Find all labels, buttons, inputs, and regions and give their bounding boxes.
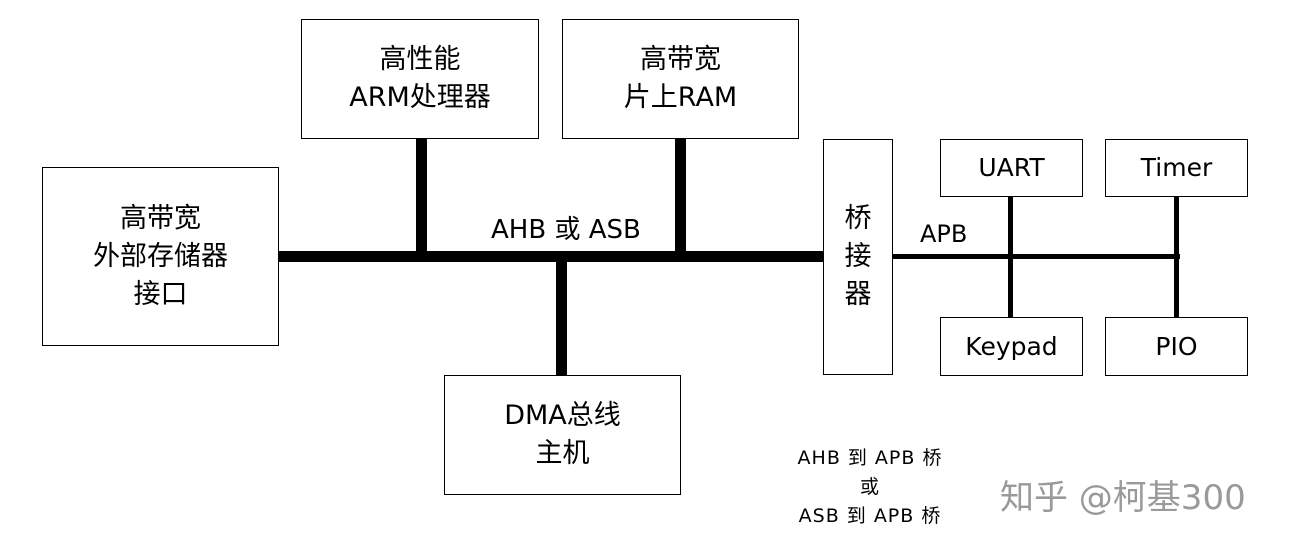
bridge-note: AHB 到 APB 桥 或 ASB 到 APB 桥 <box>770 444 970 531</box>
uart-block: UART <box>940 139 1083 197</box>
pio-block: PIO <box>1105 317 1248 376</box>
pio-label: PIO <box>1155 331 1198 361</box>
timer-label: Timer <box>1140 153 1213 182</box>
uart-keypad-connector <box>1008 196 1013 318</box>
external-memory-interface-block: 高带宽 外部存储器 接口 <box>42 167 279 346</box>
arm-processor-block: 高性能 ARM处理器 <box>301 19 539 139</box>
external-memory-interface-label: 高带宽 外部存储器 接口 <box>93 202 228 310</box>
peripheral-bus-label: APB <box>920 220 968 248</box>
dma-master-block: DMA总线 主机 <box>444 375 681 495</box>
keypad-label: Keypad <box>965 331 1058 361</box>
bridge-note-line-1: AHB 到 APB 桥 <box>797 447 943 469</box>
bridge-label: 桥 接 器 <box>844 203 872 310</box>
uart-label: UART <box>978 153 1045 182</box>
bridge-block: 桥 接 器 <box>823 139 893 375</box>
bridge-note-line-3: ASB 到 APB 桥 <box>798 505 942 527</box>
ram-bus-connector <box>675 138 686 256</box>
system-bus-line <box>278 251 824 262</box>
keypad-block: Keypad <box>940 317 1083 376</box>
dma-bus-connector <box>556 258 567 376</box>
onchip-ram-block: 高带宽 片上RAM <box>562 19 799 139</box>
arm-processor-label: 高性能 ARM处理器 <box>349 44 491 113</box>
timer-pio-connector <box>1174 196 1179 318</box>
peripheral-bus-line <box>892 254 1180 259</box>
system-bus-label: AHB 或 ASB <box>491 215 641 245</box>
timer-block: Timer <box>1105 139 1248 197</box>
onchip-ram-label: 高带宽 片上RAM <box>623 44 738 113</box>
bridge-note-line-2: 或 <box>859 476 880 498</box>
dma-master-label: DMA总线 主机 <box>504 400 621 469</box>
watermark: 知乎 @柯基300 <box>1000 478 1246 518</box>
arm-bus-connector <box>416 138 427 256</box>
